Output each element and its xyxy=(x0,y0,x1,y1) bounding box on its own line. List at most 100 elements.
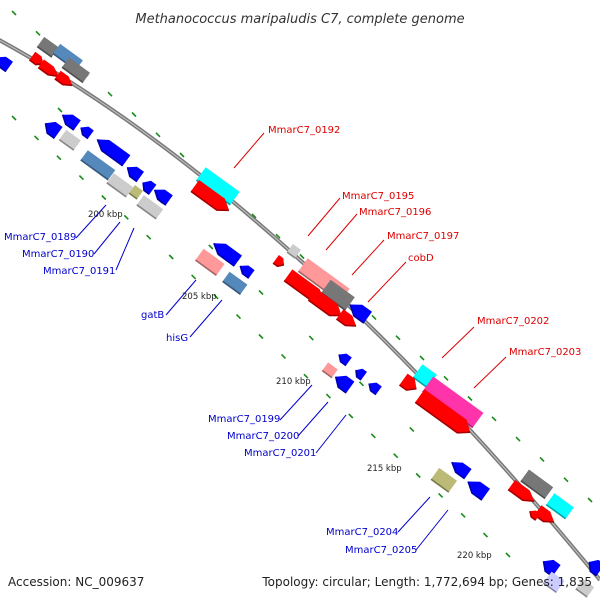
gene-mmarc7-0201[interactable] xyxy=(369,382,382,395)
gene-cluster-a-4[interactable] xyxy=(81,126,94,139)
tick-outer-22 xyxy=(539,456,545,462)
tick-inner-22 xyxy=(505,552,511,558)
gene-label-mmarc7-0197[interactable]: MmarC7_0197 xyxy=(387,231,459,242)
gene-label-mmarc7-0200[interactable]: MmarC7_0200 xyxy=(227,431,299,442)
gene-upper-left-5[interactable] xyxy=(29,51,44,65)
genome-backbone xyxy=(0,38,600,582)
tick-outer-18 xyxy=(443,375,449,381)
gene-hisg[interactable] xyxy=(222,271,248,295)
tick-outer-11 xyxy=(275,233,281,239)
gene-label-mmarc7-0191[interactable]: MmarC7_0191 xyxy=(43,266,115,277)
gene-label-mmarc7-0205[interactable]: MmarC7_0205 xyxy=(345,545,417,556)
connector-mmarc7-0204 xyxy=(397,496,431,533)
tick-outer-10 xyxy=(251,213,257,219)
gene-mmarc7-0203b[interactable] xyxy=(415,389,471,433)
gene-mmarc7-0200b[interactable] xyxy=(356,368,367,380)
tick-inner-0 xyxy=(11,115,17,121)
gene-mmarc7-0189[interactable] xyxy=(80,150,116,180)
tick-inner-20 xyxy=(460,512,466,518)
gene-label-mmarc7-0190[interactable]: MmarC7_0190 xyxy=(22,249,94,260)
gene-hisg-2[interactable] xyxy=(240,265,255,279)
gene-cluster-a-5-edge xyxy=(142,182,150,196)
gene-mmarc7-0200[interactable] xyxy=(335,375,355,393)
tick-outer-1 xyxy=(35,30,41,36)
gene-mmarc7-0203[interactable] xyxy=(422,376,484,428)
connector-gatb xyxy=(165,279,197,316)
gene-label-mmarc7-0195[interactable]: MmarC7_0195 xyxy=(342,191,414,202)
gene-cobd-edge xyxy=(307,299,342,317)
gene-lower-right-9[interactable] xyxy=(575,579,595,597)
gene-mmarc7-0191b[interactable] xyxy=(136,195,164,219)
gene-mmarc7-0197[interactable] xyxy=(321,279,355,311)
gene-cobd-2[interactable] xyxy=(350,304,372,324)
gene-label-gatb[interactable]: gatB xyxy=(141,310,164,321)
gene-label-mmarc7-0202[interactable]: MmarC7_0202 xyxy=(477,316,549,327)
tick-mid-4 xyxy=(258,289,264,296)
kbp-label-200: 200 kbp xyxy=(88,210,123,220)
gene-mmarc7-0199b[interactable] xyxy=(339,353,352,366)
connector-mmarc7-0205 xyxy=(415,509,449,551)
gene-upper-left-6[interactable] xyxy=(38,59,59,77)
tick-outer-7 xyxy=(179,152,185,158)
gene-cobd[interactable] xyxy=(308,288,342,316)
gene-lower-right-3[interactable] xyxy=(508,479,535,502)
gene-lower-right-2[interactable] xyxy=(546,493,574,519)
connector-hisg xyxy=(189,299,223,338)
gene-mmarc7-0192b[interactable] xyxy=(190,180,229,211)
gene-cluster-a-2[interactable] xyxy=(62,114,81,131)
gene-mmarc7-0202b[interactable] xyxy=(399,373,417,391)
tick-inner-17 xyxy=(393,453,399,459)
gene-cluster-a-5[interactable] xyxy=(143,180,157,195)
gene-label-mmarc7-0196[interactable]: MmarC7_0196 xyxy=(359,207,431,218)
gene-mmarc7-0202-edge xyxy=(412,376,429,389)
gene-upper-left-4[interactable] xyxy=(62,57,90,83)
gene-mmarc7-0204[interactable] xyxy=(431,467,457,493)
gene-mmarc7-0195b-edge xyxy=(272,262,285,268)
gene-mmarc7-0191-edge xyxy=(128,192,138,200)
gene-mmarc7-0189-edge xyxy=(80,159,109,181)
gene-mmarc7-0199[interactable] xyxy=(322,362,338,378)
connector-mmarc7-0195 xyxy=(307,197,341,237)
gene-label-mmarc7-0189[interactable]: MmarC7_0189 xyxy=(4,232,76,243)
gene-label-mmarc7-0199[interactable]: MmarC7_0199 xyxy=(208,414,280,425)
gene-hisg-edge xyxy=(222,280,241,295)
kbp-label-205: 205 kbp xyxy=(182,292,217,302)
gene-lower-right-1[interactable] xyxy=(520,469,554,499)
gene-mmarc7-0189b-edge xyxy=(96,139,124,167)
gene-mmarc7-0204b[interactable] xyxy=(451,462,472,479)
gene-label-mmarc7-0201[interactable]: MmarC7_0201 xyxy=(244,448,316,459)
gene-upper-left-2[interactable] xyxy=(37,36,59,58)
gene-lower-right-7[interactable] xyxy=(543,571,565,593)
tick-outer-19 xyxy=(467,395,473,402)
tick-inner-6 xyxy=(146,234,152,240)
gene-cluster-a-6[interactable] xyxy=(154,189,173,206)
gene-cluster-a-3[interactable] xyxy=(59,129,81,151)
topology-text: Topology: circular; Length: 1,772,694 bp… xyxy=(261,575,592,589)
gene-label-mmarc7-0192[interactable]: MmarC7_0192 xyxy=(268,125,340,136)
tick-outer-20 xyxy=(491,416,497,422)
gene-mmarc7-0195b[interactable] xyxy=(273,255,284,267)
tick-inner-13 xyxy=(303,373,309,379)
tick-inner-15 xyxy=(348,413,354,419)
gene-label-cobd[interactable]: cobD xyxy=(408,253,434,264)
gene-mmarc7-0192[interactable] xyxy=(196,167,240,205)
gene-mmarc7-0189b[interactable] xyxy=(97,139,131,166)
gene-lower-right-7-edge xyxy=(542,582,557,594)
gene-mmarc7-0195[interactable] xyxy=(287,244,301,258)
connector-mmarc7-0201 xyxy=(315,414,347,454)
gene-label-mmarc7-0203[interactable]: MmarC7_0203 xyxy=(509,347,581,358)
gene-mmarc7-0205[interactable] xyxy=(468,481,490,501)
gene-label-mmarc7-0204[interactable]: MmarC7_0204 xyxy=(326,527,398,538)
gene-gatb-2[interactable] xyxy=(213,243,242,267)
gene-cluster-a-1[interactable] xyxy=(45,121,63,139)
gene-upper-left-7-edge xyxy=(54,78,73,87)
gene-mmarc7-0190[interactable] xyxy=(106,173,134,197)
gene-gatb[interactable] xyxy=(195,248,225,276)
connector-mmarc7-0192 xyxy=(233,132,265,169)
gene-mmarc7-0190b[interactable] xyxy=(127,166,145,182)
gene-lower-right-8[interactable] xyxy=(589,559,600,576)
gene-upper-left-1[interactable] xyxy=(0,56,13,72)
connector-mmarc7-0189 xyxy=(75,204,107,239)
gene-label-hisg[interactable]: hisG xyxy=(166,333,188,344)
